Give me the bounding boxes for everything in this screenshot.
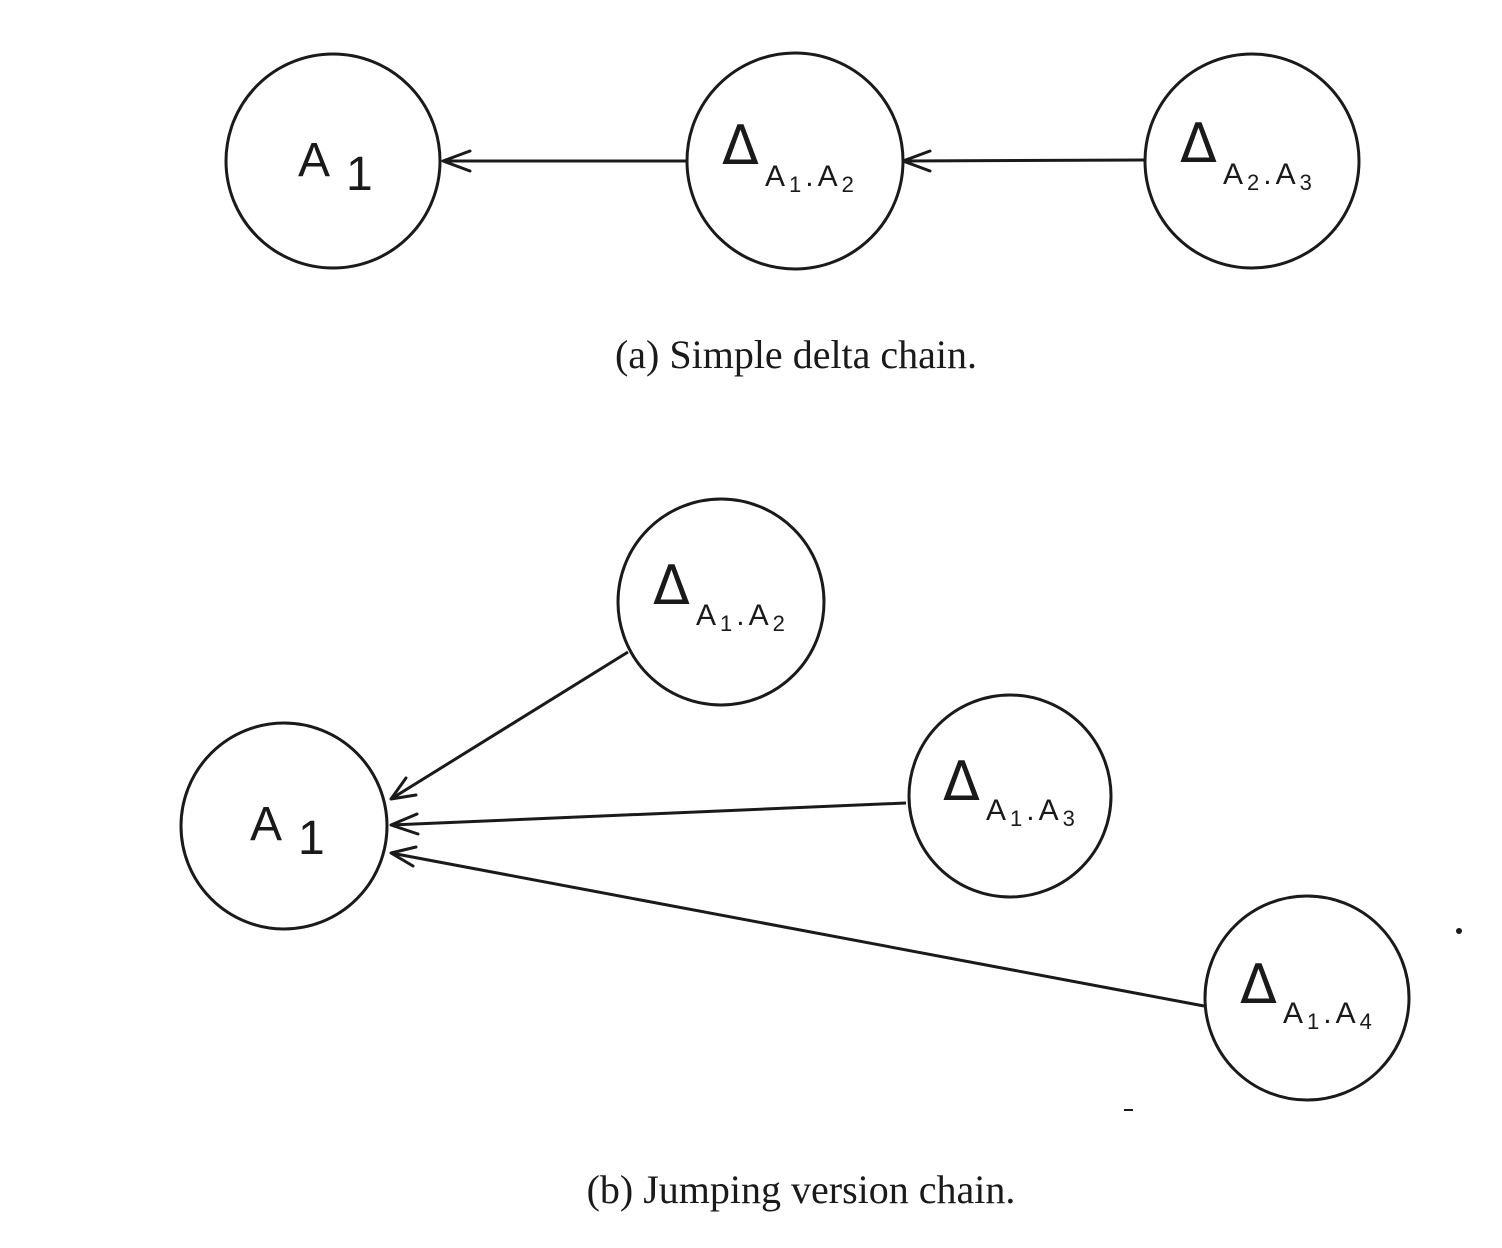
node-a-n3: Δ A 2 . A 3 — [1143, 52, 1361, 270]
node-label: Δ A 1 . A 2 — [653, 554, 785, 636]
edge-b-n2-to-b-n1 — [389, 650, 629, 801]
edge-b-n3-to-b-n1 — [389, 801, 907, 836]
panel-b: A 1 Δ A 1 . A 2 Δ A 1 . A — [179, 497, 1411, 1212]
scan-speck — [1456, 928, 1462, 934]
node-b-n3: Δ A 1 . A 3 — [907, 693, 1113, 899]
node-label: Δ A 1 . A 2 — [722, 114, 854, 197]
node-label: A 1 — [250, 798, 325, 865]
node-b-n4: Δ A 1 . A 4 — [1203, 894, 1411, 1102]
node-label: Δ A 2 . A 3 — [1180, 112, 1312, 195]
node-b-n1: A 1 — [179, 721, 389, 931]
caption-b: (b) Jumping version chain. — [587, 1167, 1016, 1212]
scan-speck — [1124, 1109, 1133, 1111]
node-b-n2: Δ A 1 . A 2 — [616, 497, 826, 707]
caption-a: (a) Simple delta chain. — [615, 332, 977, 377]
node-a-n1: A 1 — [224, 52, 442, 270]
panel-a: A 1 Δ A 1 . A 2 Δ A 2 . A — [224, 51, 1361, 377]
edge-a-n2-to-a-n1 — [441, 149, 687, 173]
edge-a-n3-to-a-n2 — [901, 149, 1147, 173]
edge-b-n4-to-b-n1 — [389, 845, 1205, 1008]
node-label: Δ A 1 . A 3 — [943, 750, 1075, 831]
node-label: A 1 — [298, 134, 373, 201]
node-a-n2: Δ A 1 . A 2 — [685, 51, 905, 271]
node-label: Δ A 1 . A 4 — [1240, 953, 1372, 1034]
